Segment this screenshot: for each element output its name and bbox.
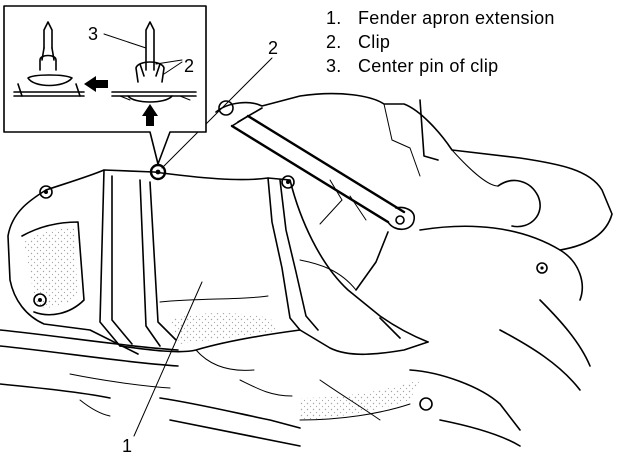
- clip: [149, 163, 167, 181]
- wheel-housing-body: [0, 92, 613, 447]
- arrow-left-icon: [84, 76, 108, 92]
- installed-clip: [111, 21, 197, 103]
- callout-fender-apron-extension: 1: [122, 436, 132, 456]
- legend-item-center-pin: 3. Center pin of clip: [326, 54, 618, 78]
- callout-leaders: [133, 57, 273, 437]
- arrow-up-icon: [142, 104, 158, 126]
- fender-apron-extension: [7, 100, 429, 420]
- legend-label: Fender apron extension: [358, 8, 555, 28]
- callout-clip: 2: [268, 38, 278, 58]
- legend-label: Center pin of clip: [358, 56, 499, 76]
- parts-legend: 1. Fender apron extension 2. Clip 3. Cen…: [326, 6, 618, 78]
- callout-center-pin: 3: [88, 24, 98, 44]
- legend-item-clip: 2. Clip: [326, 30, 618, 54]
- removed-clip: [13, 21, 85, 97]
- legend-label: Clip: [358, 32, 391, 52]
- legend-number: 2.: [326, 32, 342, 52]
- legend-number: 1.: [326, 8, 342, 28]
- clip-detail-inset: [3, 5, 207, 165]
- legend-number: 3.: [326, 56, 342, 76]
- legend-item-fender-apron-extension: 1. Fender apron extension: [326, 6, 618, 30]
- callout-inset-clip: 2: [184, 56, 194, 76]
